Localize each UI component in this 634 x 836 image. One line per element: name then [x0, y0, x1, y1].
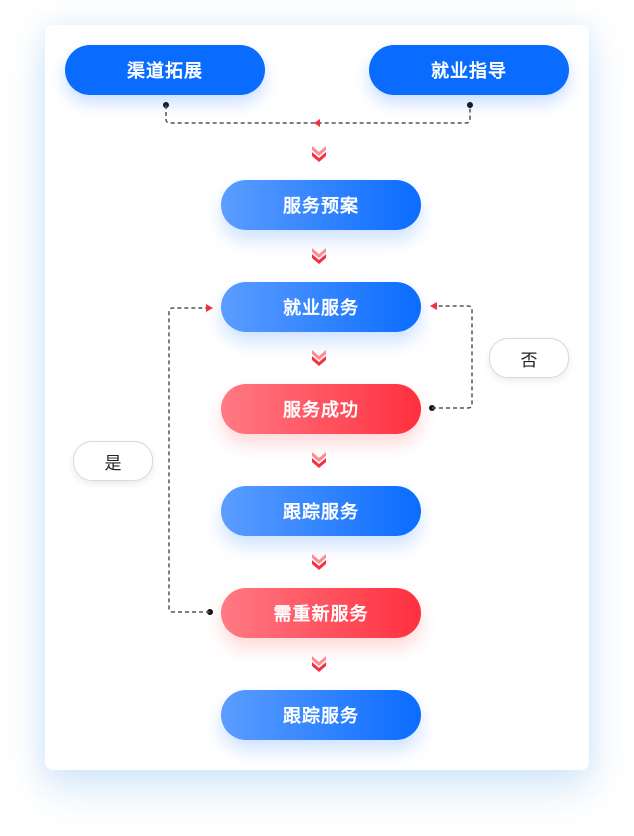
double-chevron-down-icon: [310, 246, 328, 266]
yes-loop-connector: [168, 304, 213, 615]
node-service-success[interactable]: 服务成功: [221, 384, 421, 434]
node-label: 服务预案: [283, 196, 359, 217]
node-re-service[interactable]: 需重新服务: [221, 588, 421, 638]
no-loop-connector: [429, 302, 473, 411]
node-employment-guidance[interactable]: 就业指导: [369, 45, 569, 95]
double-chevron-down-icon: [310, 552, 328, 572]
node-label: 渠道拓展: [127, 61, 203, 82]
node-tracking-service[interactable]: 跟踪服务: [221, 486, 421, 536]
arrow-head-icon: [206, 304, 213, 312]
node-label: 就业服务: [283, 298, 359, 319]
double-chevron-down-icon: [310, 654, 328, 674]
branch-label-text: 否: [520, 350, 538, 371]
node-label: 就业指导: [431, 61, 507, 82]
node-label: 跟踪服务: [283, 502, 359, 523]
node-label: 跟踪服务: [283, 706, 359, 727]
node-tracking-service-final[interactable]: 跟踪服务: [221, 690, 421, 740]
node-channel-expansion[interactable]: 渠道拓展: [65, 45, 265, 95]
arrow-head-icon: [314, 119, 320, 127]
branch-label-yes: 是: [73, 441, 153, 481]
node-label: 需重新服务: [273, 604, 369, 625]
branch-label-text: 是: [104, 453, 122, 474]
double-chevron-down-icon: [310, 450, 328, 470]
double-chevron-down-icon: [310, 144, 328, 164]
node-employment-service[interactable]: 就业服务: [221, 282, 421, 332]
branch-label-no: 否: [489, 338, 569, 378]
node-label: 服务成功: [283, 400, 359, 421]
arrow-head-icon: [430, 302, 437, 310]
double-chevron-down-icon: [310, 348, 328, 368]
node-service-plan[interactable]: 服务预案: [221, 180, 421, 230]
top-merge-connector: [163, 102, 473, 127]
